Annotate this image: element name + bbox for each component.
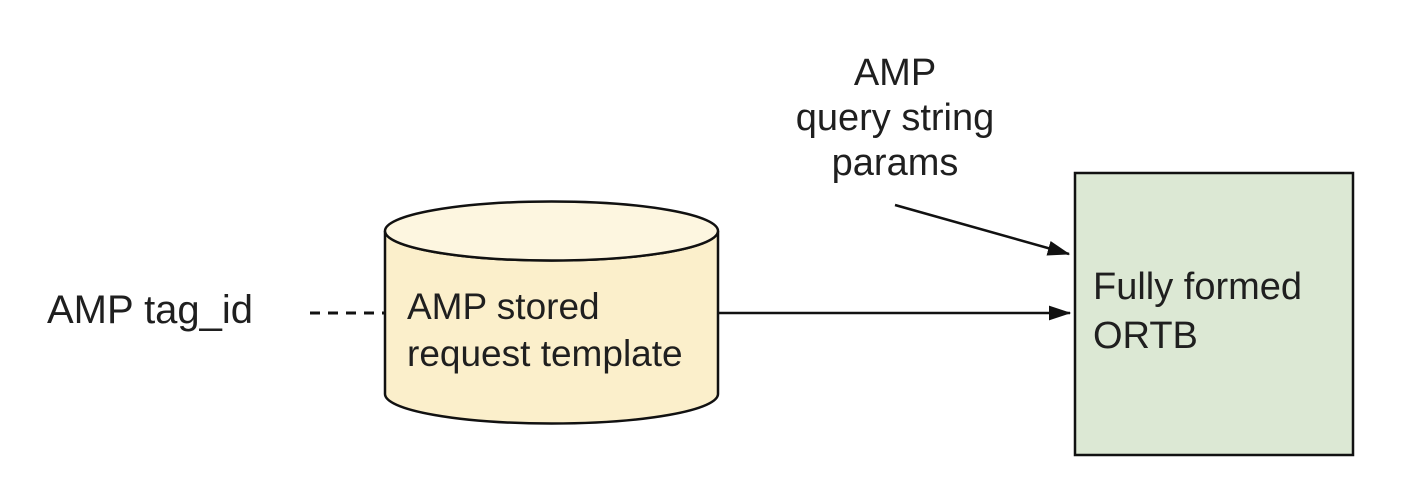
fully-formed-ortb-label: Fully formed ORTB (1093, 266, 1303, 357)
cylinder-top-shape (383, 200, 720, 262)
stored-request-template-cylinder (383, 200, 720, 425)
stored-request-template-label: AMP stored request template (407, 286, 683, 374)
connector-queryparams-to-box (894, 203, 1071, 256)
amp-tag-id-label: AMP tag_id (47, 288, 254, 332)
query-string-params-label: AMP query string params (795, 52, 995, 184)
ortb-box-shape (1073, 171, 1355, 457)
